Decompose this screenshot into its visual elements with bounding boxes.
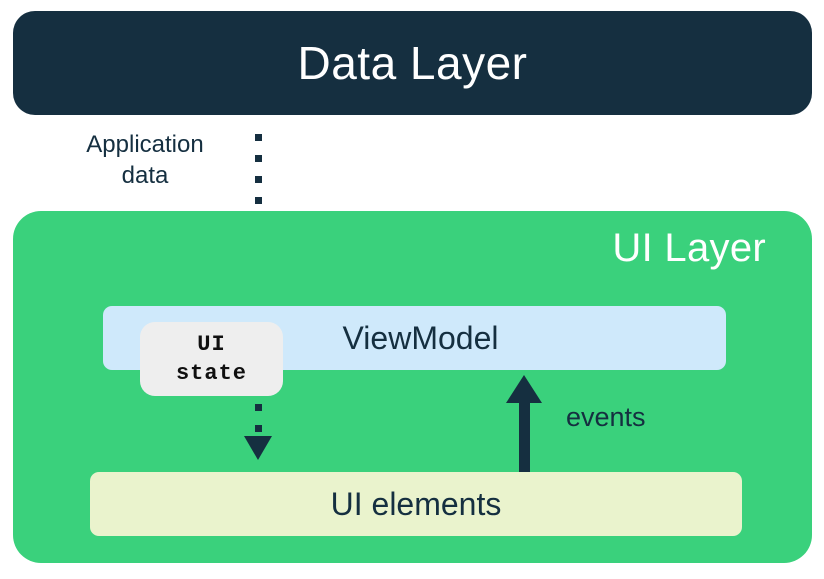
ui-state-label-line2: state xyxy=(175,361,247,386)
ui-elements-box: UI elements xyxy=(90,472,742,536)
data-layer-label: Data Layer xyxy=(297,37,528,89)
ui-layer-label: UI Layer xyxy=(612,226,766,270)
state-arrow-dot xyxy=(255,425,262,432)
data-layer-box: Data Layer xyxy=(13,11,812,115)
application-data-label: Application data xyxy=(60,130,230,191)
events-arrow-shaft xyxy=(519,391,530,476)
state-arrow-head-icon xyxy=(244,436,272,460)
ui-elements-label: UI elements xyxy=(330,486,502,522)
dotted-arrow-dot xyxy=(255,197,262,204)
application-data-label-line2: data xyxy=(121,161,169,189)
dotted-arrow-dot xyxy=(255,134,262,141)
dotted-arrow-dot xyxy=(255,155,262,162)
events-label: events xyxy=(566,402,646,432)
ui-state-label-line1: UI xyxy=(197,331,226,357)
viewmodel-label: ViewModel xyxy=(342,320,499,356)
events-arrow-head-icon xyxy=(506,375,542,403)
state-arrow-dot xyxy=(255,404,262,411)
ui-state-badge: UI state xyxy=(140,322,283,396)
application-data-label-line1: Application xyxy=(86,131,204,158)
dotted-arrow-dot xyxy=(255,176,262,183)
